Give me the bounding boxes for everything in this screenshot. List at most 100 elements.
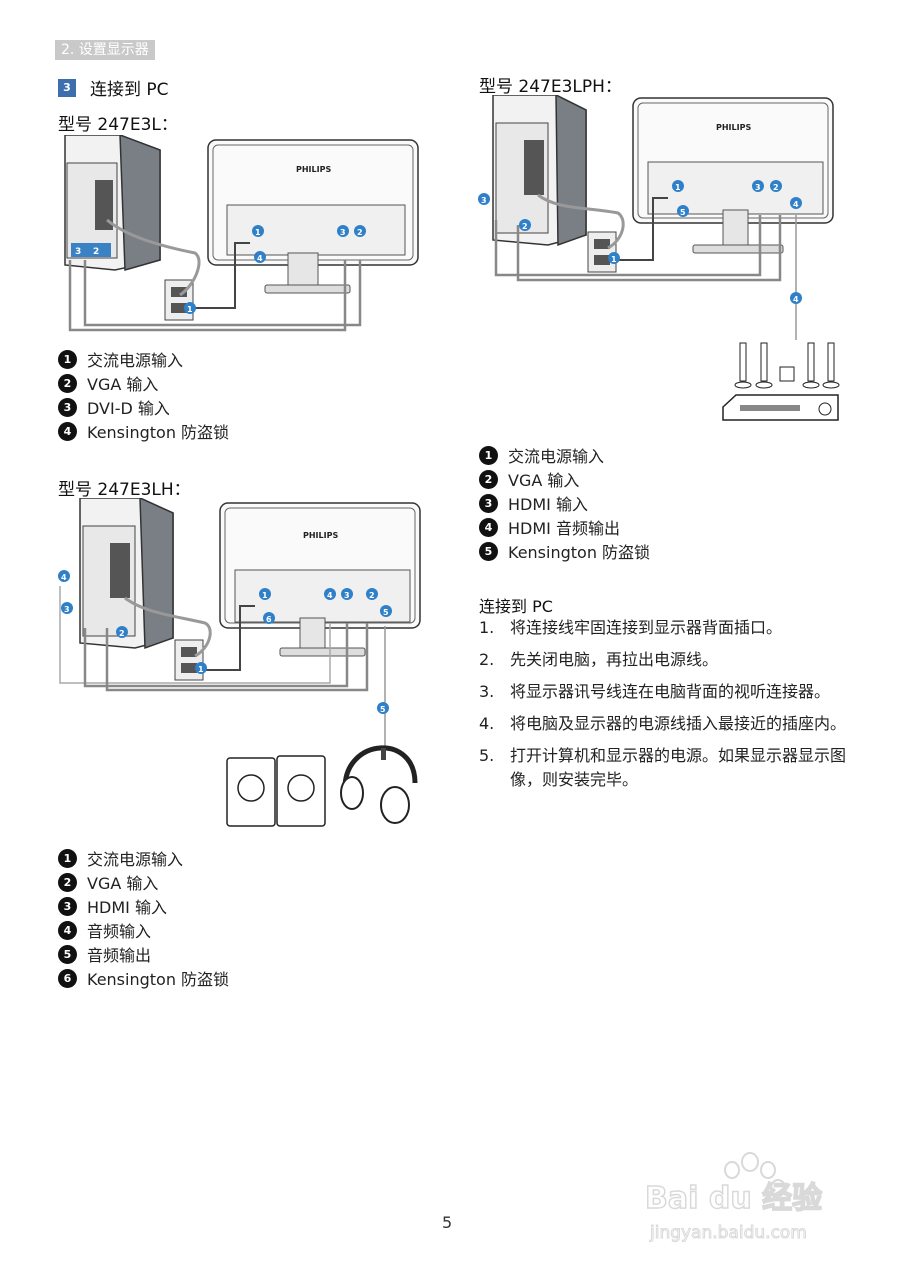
- step-number: 1.: [479, 618, 495, 637]
- wall-outlet-illustration: [174, 639, 204, 681]
- legend-text: VGA 输入: [508, 471, 580, 490]
- section-heading: 3 连接到 PC: [58, 75, 169, 100]
- legend-bullet: 2: [58, 872, 77, 892]
- legend-text: 音频输入: [87, 922, 152, 941]
- legend-bullet: 3: [58, 397, 77, 417]
- callout-5-cable: 5: [380, 705, 386, 714]
- step-number: 5.: [479, 746, 495, 765]
- callout-1-outlet: 1: [187, 305, 193, 314]
- legend-bullet: 4: [479, 517, 498, 537]
- diagram-callouts: 1 2 3 4 5 3 2 1 4: [478, 180, 802, 304]
- pc-tower-illustration: 3 2: [64, 135, 161, 271]
- callout-3: 3: [340, 228, 346, 237]
- headphones-illustration: [340, 745, 418, 824]
- section-number-badge: 3: [58, 78, 76, 97]
- legend-item: 2 VGA 输入: [479, 467, 650, 491]
- legend-bullet: 1: [58, 848, 77, 868]
- steps-title: 连接到 PC: [479, 597, 553, 616]
- legend-text: 交流电源输入: [87, 351, 184, 370]
- callout-2: 2: [357, 228, 363, 237]
- legend-bullet: 1: [58, 349, 77, 369]
- step-item: 4. 将电脑及显示器的电源线插入最接近的插座内。: [479, 712, 849, 736]
- callout-2-pc: 2: [119, 629, 125, 638]
- callout-2: 2: [369, 591, 375, 600]
- watermark-url: jingyan.baidu.com: [649, 1223, 807, 1243]
- legend-text: VGA 输入: [87, 375, 159, 394]
- callout-4-cable: 4: [793, 295, 799, 304]
- legend-item: 2 VGA 输入: [58, 371, 229, 395]
- step-item: 5. 打开计算机和显示器的电源。如果显示器显示图像，则安装完毕。: [479, 744, 849, 792]
- legend-bullet: 4: [58, 920, 77, 940]
- step-text: 将连接线牢固连接到显示器背面插口。: [510, 618, 783, 637]
- legend-text: VGA 输入: [87, 874, 159, 893]
- legend-text: 交流电源输入: [508, 447, 605, 466]
- legend-item: 1 交流电源输入: [58, 347, 229, 371]
- speakers-illustration: [226, 755, 326, 827]
- model-247e3lh-title: 型号 247E3LH：: [58, 480, 191, 500]
- callout-6: 6: [266, 615, 272, 624]
- legend-bullet: 5: [58, 944, 77, 964]
- legend-text: 交流电源输入: [87, 850, 184, 869]
- wall-outlet-illustration: [587, 231, 617, 273]
- callout-3-pc: 3: [481, 196, 487, 205]
- model-247e3l-title: 型号 247E3L：: [58, 115, 178, 135]
- legend-bullet: 6: [58, 968, 77, 988]
- callout-5: 5: [383, 608, 389, 617]
- legend-text: Kensington 防盗锁: [87, 423, 230, 442]
- step-text: 打开计算机和显示器的电源。如果显示器显示图像，则安装完毕。: [510, 746, 847, 789]
- pc-tower-illustration: [79, 498, 174, 650]
- callout-3: 3: [344, 591, 350, 600]
- legend-text: HDMI 输入: [508, 495, 588, 514]
- legend-bullet: 2: [479, 469, 498, 489]
- paw-icon: [724, 1152, 786, 1197]
- callout-1: 1: [262, 591, 268, 600]
- legend-bullet: 1: [479, 445, 498, 465]
- legend-item: 4 HDMI 音频输出: [479, 515, 650, 539]
- callout-3: 3: [755, 183, 761, 192]
- pc-port-label-3: 3: [75, 247, 81, 257]
- baidu-watermark: Bai du 经验 jingyan.baidu.com: [644, 1152, 823, 1244]
- model-247e3lph-connection-diagram: PHILIPS 1 2 3 4 5 3 2 1 4: [478, 95, 840, 421]
- legend-item: 3 HDMI 输入: [479, 491, 650, 515]
- monitor-back-illustration: PHILIPS: [632, 97, 834, 254]
- legend-bullet: 2: [58, 373, 77, 393]
- chapter-label: 2. 设置显示器: [55, 40, 155, 60]
- step-number: 4.: [479, 714, 495, 733]
- callout-2: 2: [773, 183, 779, 192]
- steps-list: 1. 将连接线牢固连接到显示器背面插口。 2. 先关闭电脑，再拉出电源线。 3. 将显…: [479, 616, 849, 800]
- model-247e3lph-title: 型号 247E3LPH：: [479, 77, 622, 97]
- callout-1-outlet: 1: [611, 255, 617, 264]
- home-theater-illustration: [722, 342, 840, 421]
- page-number: 5: [442, 1213, 453, 1232]
- step-number: 3.: [479, 682, 495, 701]
- step-number: 2.: [479, 650, 495, 669]
- legend-text: HDMI 音频输出: [508, 519, 620, 538]
- callout-1: 1: [255, 228, 261, 237]
- step-text: 先关闭电脑，再拉出电源线。: [510, 650, 719, 669]
- callout-1: 1: [675, 183, 681, 192]
- model-247e3l-connection-diagram: 3 2 PHILIPS 1 2 3 4 1: [64, 135, 419, 332]
- callout-4: 4: [257, 254, 263, 263]
- legend-item: 1 交流电源输入: [58, 846, 229, 870]
- step-text: 将显示器讯号线连在电脑背面的视听连接器。: [510, 682, 831, 701]
- callout-4: 4: [327, 591, 333, 600]
- model-247e3lh-connection-diagram: PHILIPS 1 2 3 4 5 6 4 3 2 1 5: [58, 498, 421, 827]
- callout-4-pc: 4: [61, 573, 67, 582]
- pc-tower-illustration: [492, 95, 587, 247]
- monitor-back-illustration: PHILIPS: [207, 139, 419, 294]
- callout-3-pc: 3: [64, 605, 70, 614]
- step-text: 将电脑及显示器的电源线插入最接近的插座内。: [510, 714, 847, 733]
- section-title: 连接到 PC: [90, 80, 169, 100]
- step-item: 3. 将显示器讯号线连在电脑背面的视听连接器。: [479, 680, 849, 704]
- monitor-brand: PHILIPS: [296, 165, 331, 174]
- legend-bullet: 5: [479, 541, 498, 561]
- diagram-callouts: 1 2 3 4 1: [184, 225, 366, 314]
- legend-bullet: 3: [58, 896, 77, 916]
- legend-bullet: 3: [479, 493, 498, 513]
